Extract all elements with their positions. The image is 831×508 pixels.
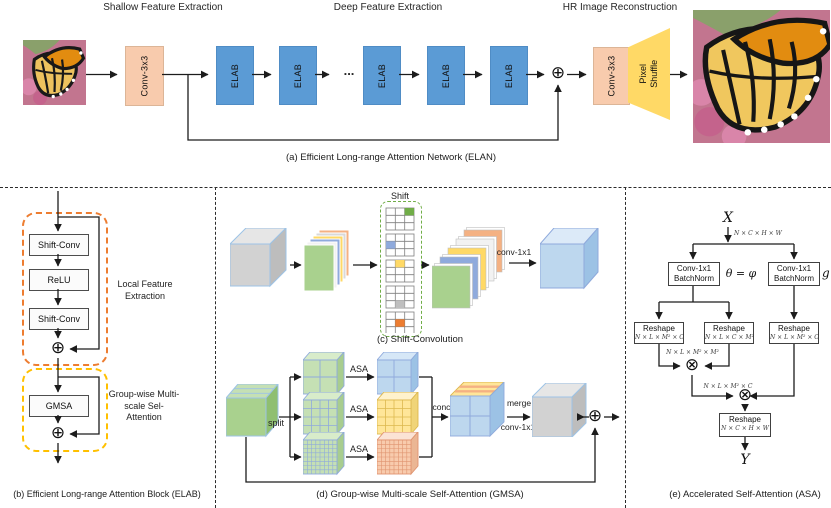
gmsa-merged-cube [532, 383, 587, 437]
concat-label: concat [432, 402, 458, 412]
shift-conv-box-2: Shift-Conv [29, 308, 89, 330]
reshape-dim: N × L × C × M² [705, 333, 754, 341]
lr-butterfly-image [23, 40, 86, 105]
add-icon: ⊕ [50, 338, 66, 358]
reshape-line: Reshape [712, 324, 746, 333]
local-feature-extraction-group [22, 212, 108, 366]
dim-attention-label: N × L × M² × M² [666, 349, 719, 356]
g-label: g [822, 266, 830, 280]
add-icon: ⊕ [587, 406, 603, 426]
concat-cube [450, 382, 505, 438]
local-feature-extraction-label: Local Feature Extraction [117, 279, 173, 301]
reshape-line: Reshape [642, 324, 676, 333]
reshape-box-output: Reshape N × C × H × W [719, 413, 771, 437]
divider-vertical-1 [215, 187, 216, 508]
conv1x1-line: Conv-1x1 [776, 264, 812, 273]
ellipsis: ... [343, 63, 355, 78]
wires-c [290, 259, 537, 269]
split-label: split [267, 418, 284, 428]
input-feature-cube [230, 228, 287, 288]
reshape-box-right: Reshape N × L × M² × C [769, 322, 819, 344]
conv3x3-box-1: Conv-3x3 [125, 46, 164, 106]
matmul-icon: ⊗ [737, 385, 753, 405]
wires-b [54, 191, 100, 464]
shift-conv-box-1: Shift-Conv [29, 234, 89, 256]
relu-box: ReLU [29, 269, 89, 291]
caption-d: (d) Group-wise Multi-scale Self-Attentio… [316, 489, 524, 500]
label-deep-feature-extraction: Deep Feature Extraction [333, 2, 443, 13]
elab-block-5: ELAB [490, 46, 528, 105]
gmsa-side-label: Group-wise Multi-scale Sel-Attention [108, 389, 180, 423]
gmsa-group [22, 368, 108, 452]
hr-butterfly-image [693, 10, 830, 143]
split-cube-medium-window [303, 392, 345, 436]
batchnorm-line: BatchNorm [673, 273, 714, 283]
conv-bn-box-g: Conv-1x1 BatchNorm [768, 262, 820, 286]
divider-horizontal [0, 187, 831, 188]
label-shallow-feature-extraction: Shallow Feature Extraction [103, 2, 223, 13]
channel-stack-before-shift [304, 230, 350, 292]
elab-block-1: ELAB [216, 46, 254, 105]
add-icon: ⊕ [50, 423, 66, 443]
gmsa-input-cube [226, 384, 279, 438]
caption-e: (e) Accelerated Self-Attention (ASA) [669, 489, 821, 500]
elab-block-4: ELAB [427, 46, 465, 105]
split-cube-large-window [303, 352, 345, 396]
wires-a [86, 70, 688, 141]
reshape-box-left: Reshape N × L × M² × C [634, 322, 684, 344]
reshape-dim: N × C × H × W [721, 424, 769, 432]
wires-e [655, 227, 798, 451]
shift-grids [385, 207, 415, 333]
conv-bn-box-theta: Conv-1x1 BatchNorm [668, 262, 720, 286]
elab-block-3: ELAB [363, 46, 401, 105]
label-hr-image-reconstruction: HR Image Reconstruction [562, 2, 678, 13]
reshape-line: Reshape [728, 415, 762, 424]
asa-label-3: ASA [349, 444, 368, 454]
asa-output-cube-small [377, 432, 419, 476]
conv1x1-line: Conv-1x1 [676, 264, 712, 273]
asa-label-2: ASA [349, 404, 368, 414]
reshape-line: Reshape [777, 324, 811, 333]
dim-after-label: N × L × M² × C [703, 383, 753, 390]
wires-d [245, 373, 620, 483]
asa-label-1: ASA [349, 364, 368, 374]
reshape-box-mid: Reshape N × L × C × M² [704, 322, 754, 344]
reshape-dim: N × L × M² × C [770, 333, 819, 341]
conv1x1-label-d: conv-1x1 [500, 422, 536, 432]
asa-input-x: X [723, 210, 733, 226]
dim-input-label: N × C × H × W [734, 230, 782, 237]
conv1x1-label-c: conv-1x1 [496, 247, 532, 257]
shift-label: Shift [390, 191, 409, 201]
conv3x3-box-2: Conv-3x3 [593, 47, 630, 105]
reshape-dim: N × L × M² × C [635, 333, 684, 341]
caption-a: (a) Efficient Long-range Attention Netwo… [286, 152, 496, 163]
merge-label: merge [506, 398, 532, 408]
add-icon: ⊕ [550, 63, 566, 83]
shift-group [380, 201, 422, 337]
matmul-icon: ⊗ [684, 355, 700, 375]
divider-vertical-2 [625, 187, 626, 508]
theta-phi-label: θ = φ [725, 267, 757, 280]
caption-b: (b) Efficient Long-range Attention Block… [13, 489, 201, 499]
batchnorm-line: BatchNorm [773, 273, 814, 283]
elab-block-2: ELAB [279, 46, 317, 105]
split-cube-small-window [303, 432, 345, 476]
shift-conv-output-cube [540, 228, 599, 290]
caption-c: (c) Shift-Convolution [376, 334, 464, 345]
channel-stack-after-shift [432, 227, 505, 309]
asa-output-y: Y [740, 452, 750, 468]
